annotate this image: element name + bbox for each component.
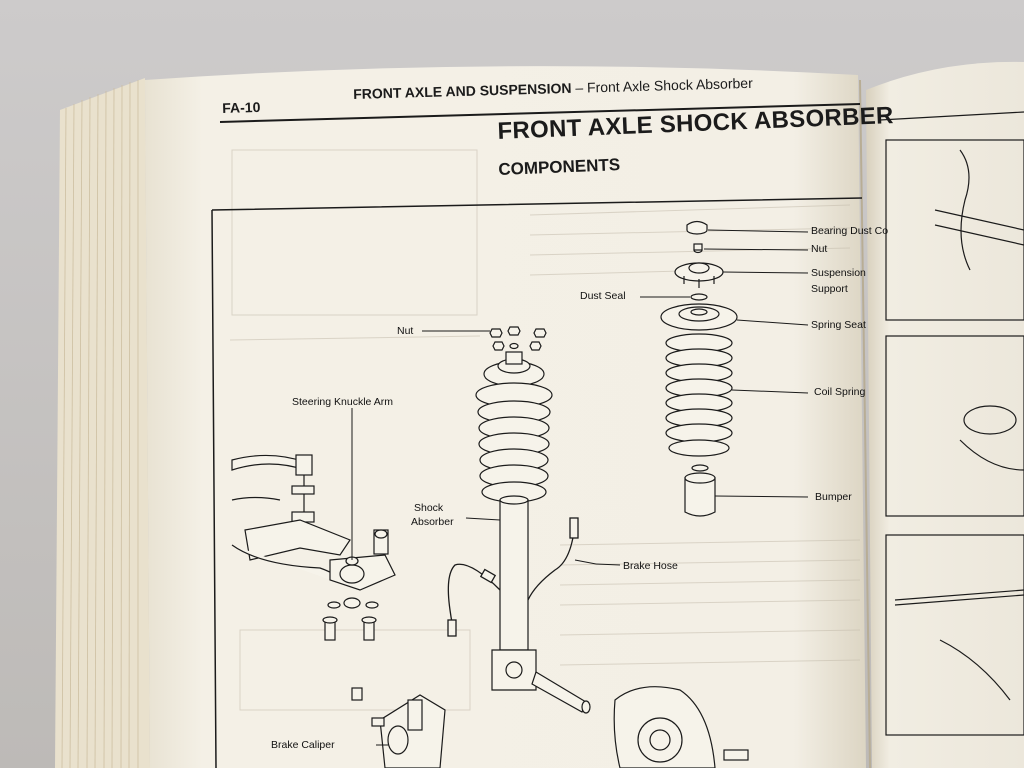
- label-spring-seat: Spring Seat: [811, 319, 866, 331]
- label-suspension-support-line1: Suspension: [811, 267, 866, 279]
- label-shock-absorber-line1: Shock: [414, 502, 444, 514]
- steering-knuckle-arm: [231, 454, 396, 641]
- label-brake-caliper: Brake Caliper: [271, 739, 335, 751]
- disc-dust-cover: [613, 686, 749, 768]
- header-rule: [219, 103, 861, 123]
- label-suspension-support-line2: Support: [811, 283, 848, 295]
- page-stack: [55, 78, 150, 768]
- label-bumper: Bumper: [815, 491, 852, 503]
- exploded-right-stack: [660, 220, 738, 517]
- right-page-diagrams: [879, 111, 1024, 736]
- brake-caliper: [351, 687, 446, 768]
- label-nut-left: Nut: [397, 325, 414, 337]
- diagram-frame: [211, 197, 863, 768]
- right-page: [866, 61, 1024, 768]
- label-shock-absorber-line2: Absorber: [411, 516, 454, 528]
- label-dust-seal: Dust Seal: [580, 290, 626, 302]
- page-code: FA-10: [222, 98, 261, 116]
- label-coil-spring: Coil Spring: [814, 386, 866, 398]
- shock-absorber-assembly: [475, 326, 591, 714]
- brake-hose: [447, 517, 579, 637]
- label-nut-top: Nut: [811, 243, 828, 255]
- label-steering-knuckle-arm: Steering Knuckle Arm: [292, 396, 393, 408]
- header-separator: –: [575, 79, 584, 96]
- label-bearing-dust-cover: Bearing Dust Co: [811, 225, 889, 237]
- leader-lines: [351, 229, 809, 746]
- label-brake-hose: Brake Hose: [623, 560, 678, 572]
